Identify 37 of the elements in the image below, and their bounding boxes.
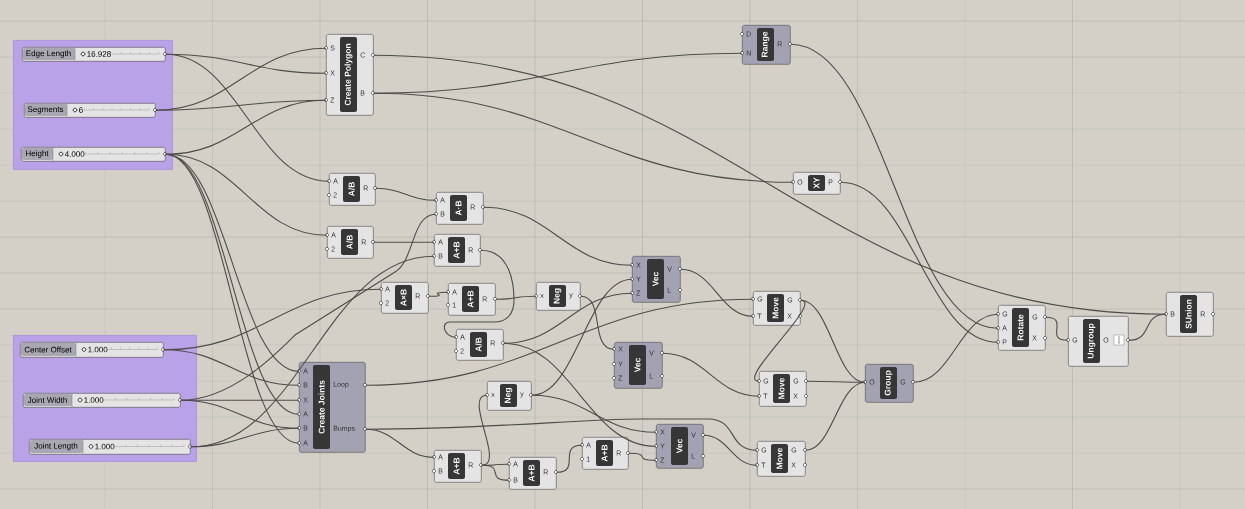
wire	[805, 381, 866, 451]
wire	[365, 428, 435, 458]
wire	[163, 349, 300, 386]
wire	[495, 295, 537, 300]
wire	[443, 249, 515, 338]
wire	[155, 47, 327, 111]
wire	[754, 299, 806, 382]
number-slider: Height 4.000	[21, 146, 167, 162]
number-slider: Edge Length 16.928	[22, 46, 167, 62]
wire	[556, 444, 583, 473]
number-slider: Joint Width 1.000	[23, 392, 182, 408]
wire	[662, 352, 760, 397]
wire	[165, 53, 330, 182]
wire	[800, 299, 866, 383]
wire	[483, 206, 633, 266]
wire	[1128, 313, 1167, 341]
wire	[428, 291, 449, 297]
number-slider: Segments 6	[24, 102, 157, 118]
wire	[913, 313, 999, 383]
wire	[478, 394, 491, 466]
number-slider: Joint Length 1.000	[29, 438, 192, 455]
wire	[373, 241, 435, 243]
wire	[703, 434, 758, 466]
wire	[190, 427, 300, 448]
wire	[1045, 316, 1069, 341]
number-slider: Center Offset 1.000	[20, 341, 165, 358]
wire	[790, 43, 999, 329]
wire	[531, 278, 633, 396]
wire	[375, 187, 437, 201]
wire	[580, 295, 615, 350]
wire	[628, 452, 657, 461]
wire	[840, 181, 999, 343]
wire	[365, 298, 754, 386]
wire	[680, 268, 754, 317]
wire	[503, 342, 657, 447]
wire	[531, 394, 657, 433]
wire	[373, 92, 794, 183]
